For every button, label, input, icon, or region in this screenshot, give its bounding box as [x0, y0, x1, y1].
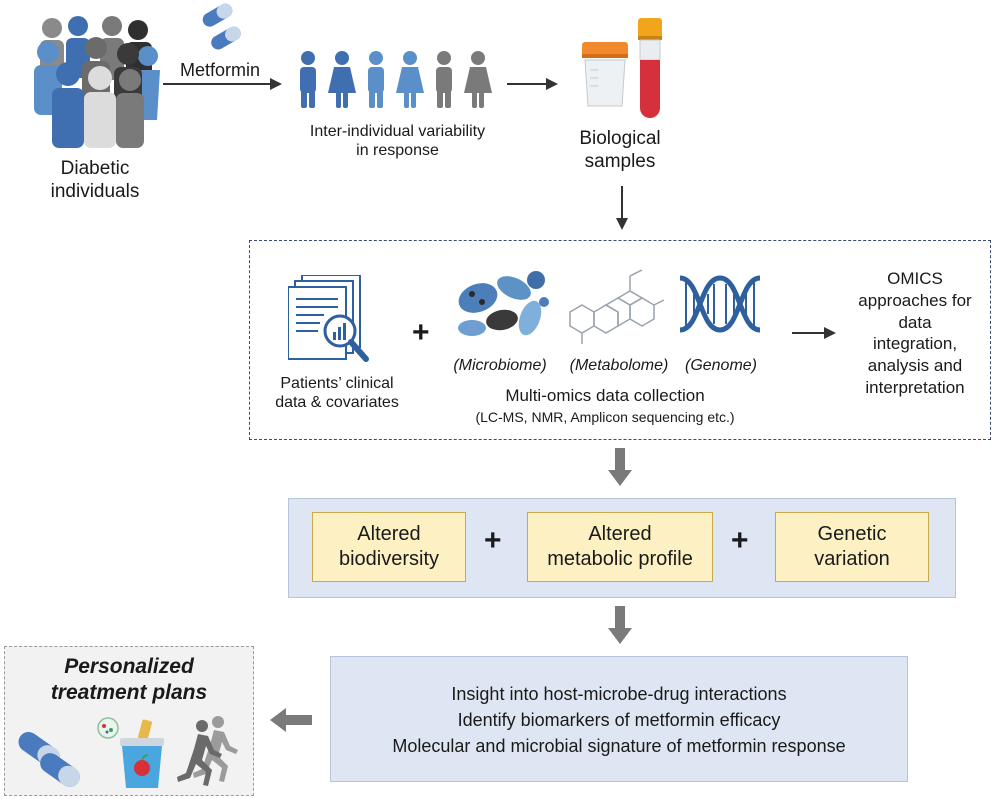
thick-arrow-left-icon: [270, 708, 312, 732]
clinical-document-icon: [288, 275, 369, 362]
insight-line: Insight into host-microbe-drug interacti…: [451, 684, 787, 704]
arrow-head-icon: [546, 78, 558, 90]
plus-sign: +: [484, 524, 502, 557]
thick-arrow-down-icon: [608, 606, 632, 644]
plus-sign: +: [412, 316, 430, 349]
genome-label: (Genome): [684, 357, 758, 374]
insight-line: Molecular and microbial signature of met…: [392, 736, 846, 757]
omics-approaches-label: OMICS approaches for data integration, a…: [858, 269, 972, 397]
arrow-head-icon: [616, 218, 628, 230]
clinical-data-label: Patients’ clinical data & covariates: [275, 375, 399, 412]
microbiome-label: (Microbiome): [453, 357, 547, 374]
metabolome-structure-icon: [569, 269, 665, 344]
individuals-variability-icon: [300, 51, 492, 108]
diabetic-crowd-icon: [34, 16, 160, 148]
multi-omics-title: Multi-omics data collection: [505, 386, 705, 405]
personalized-treatment-title: Personalized treatment plans: [50, 655, 208, 705]
plus-sign: +: [731, 524, 749, 557]
metformin-label: Metformin: [179, 60, 260, 80]
arrow-head-icon: [824, 327, 836, 339]
insights-text: Insight into host-microbe-drug interacti…: [330, 681, 908, 759]
arrow-samples-to-omics: [621, 186, 623, 220]
dna-helix-icon: [679, 275, 761, 333]
multi-omics-methods: (LC-MS, NMR, Amplicon sequencing etc.): [475, 409, 735, 425]
thick-arrow-down-icon: [608, 448, 632, 486]
metformin-pills-icon: [202, 3, 241, 50]
arrow-crowd-to-individuals: [163, 83, 273, 85]
diet-yogurt-icon: [97, 717, 164, 788]
sample-container-icon: [582, 42, 628, 107]
blood-tube-icon: [638, 18, 662, 118]
insight-line: Identify biomarkers of metformin efficac…: [457, 710, 781, 731]
insights-panel: [330, 656, 908, 782]
medication-pills-icon: [18, 731, 80, 787]
microbiome-icon: [458, 271, 549, 336]
multi-omics-box: [249, 240, 991, 440]
metabolome-label: (Metabolome): [569, 357, 669, 374]
diabetic-individuals-label: Diabetic individuals: [50, 158, 140, 202]
exercise-runners-icon: [177, 716, 238, 786]
arrow-omics-to-approaches: [792, 332, 826, 334]
arrow-individuals-to-samples: [507, 83, 549, 85]
biological-samples-label: Biological samples: [579, 128, 661, 172]
variability-label: Inter-individual variability in response: [309, 123, 486, 160]
arrow-head-icon: [270, 78, 282, 90]
